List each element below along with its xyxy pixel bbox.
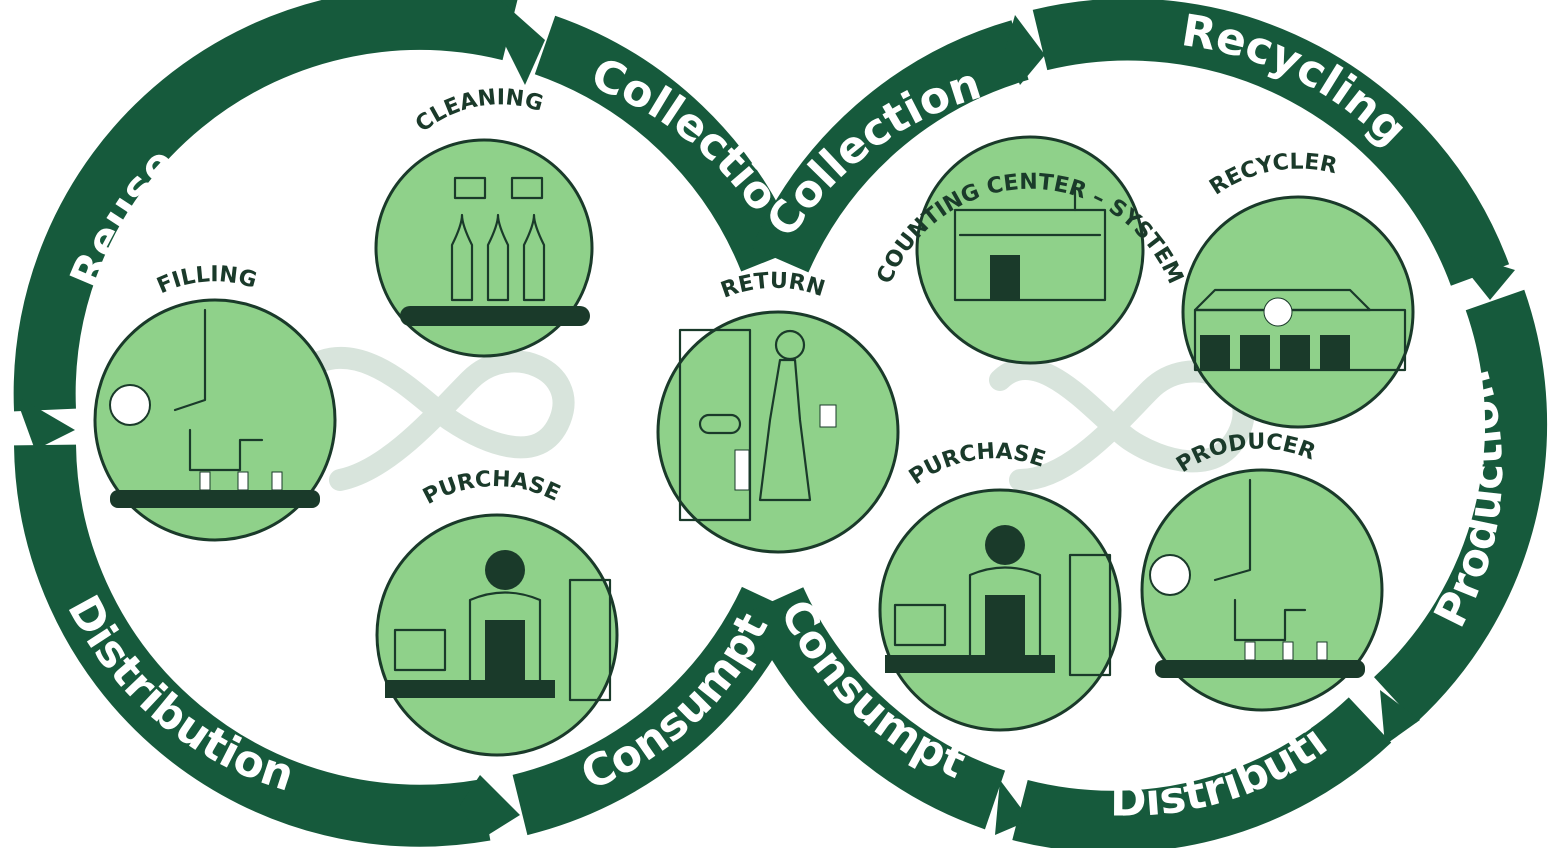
conveyor-bottles-icon bbox=[400, 176, 590, 326]
node-label-filling: FILLING bbox=[153, 262, 259, 299]
node-filling bbox=[93, 298, 337, 542]
arrow-head bbox=[1005, 15, 1045, 85]
cashier-icon bbox=[385, 550, 612, 702]
left-ring-consumption bbox=[512, 586, 799, 836]
node-producer bbox=[1140, 468, 1384, 712]
arrow-head bbox=[1380, 690, 1420, 745]
node-cleaning bbox=[374, 138, 594, 358]
filling-machine-icon bbox=[109, 308, 320, 508]
woman-returning-bottle-icon bbox=[678, 328, 837, 522]
node-purchase-right bbox=[878, 488, 1122, 732]
segment-label-left-distribution: Distribution bbox=[57, 587, 300, 801]
segment-label-recycling: Recycling bbox=[1178, 5, 1416, 156]
arrow-head bbox=[15, 395, 75, 450]
right-ring-consumption bbox=[746, 586, 1006, 830]
right-ring-recycling bbox=[1032, 0, 1510, 286]
node-label-return: RETURN bbox=[718, 269, 828, 304]
arrow-head bbox=[500, 0, 545, 85]
node-recycler bbox=[1181, 195, 1415, 429]
filling-machine-icon bbox=[1149, 478, 1365, 678]
cashier-icon bbox=[885, 525, 1112, 677]
node-label-recycler: RECYCLER bbox=[1205, 150, 1339, 201]
node-label-cleaning: CLEANING bbox=[411, 85, 546, 137]
right-ring-distribution bbox=[1012, 697, 1392, 848]
right-ghost-infinity bbox=[989, 358, 1255, 491]
left-ring-reuse bbox=[13, 0, 518, 412]
arrow-head bbox=[460, 775, 520, 840]
left-ring-distribution bbox=[14, 444, 491, 847]
left-ghost-infinity bbox=[294, 346, 575, 491]
left-ring-collection bbox=[534, 15, 799, 272]
recycle-symbol-icon bbox=[1263, 297, 1293, 327]
building-icon bbox=[953, 188, 1107, 302]
right-ring-production bbox=[1373, 289, 1548, 723]
recycling-plant-icon bbox=[1193, 288, 1407, 372]
node-counting-center bbox=[915, 135, 1145, 365]
arrow-head bbox=[995, 780, 1030, 835]
arrow-head bbox=[1450, 250, 1515, 300]
node-purchase-left bbox=[375, 513, 619, 757]
node-return bbox=[656, 310, 900, 554]
right-ring-collection bbox=[751, 20, 1029, 273]
node-label-purchase-left: PURCHASE bbox=[419, 467, 564, 510]
left-loop bbox=[13, 0, 799, 847]
right-loop bbox=[746, 0, 1548, 848]
